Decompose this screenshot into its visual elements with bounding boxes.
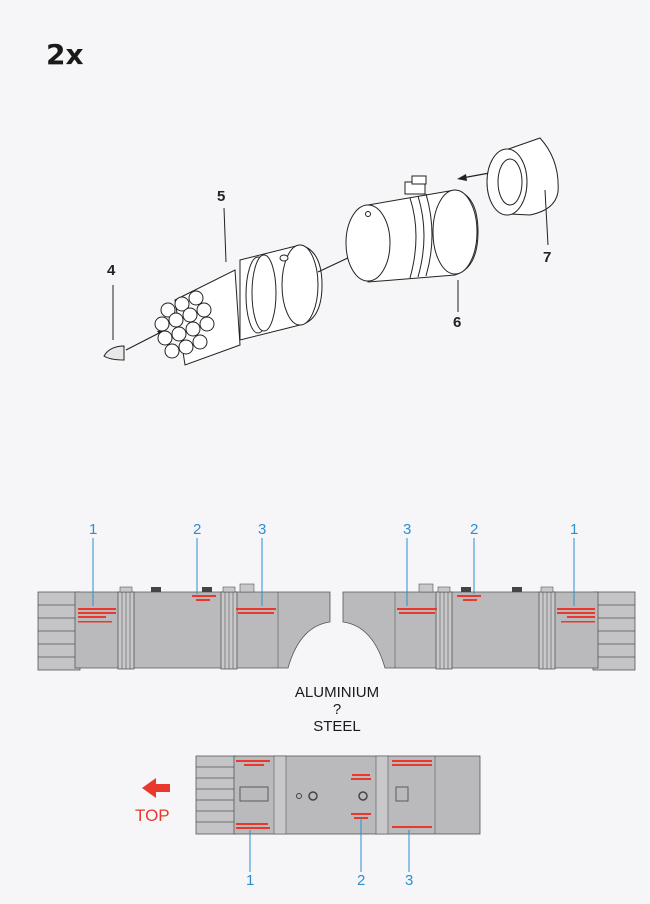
- top-direction-label: TOP: [135, 806, 170, 825]
- callout-1-left: 1: [89, 521, 98, 538]
- callout-3-top: 3: [405, 872, 414, 889]
- side-view-right: [342, 583, 636, 671]
- callout-2-right: 2: [470, 521, 479, 538]
- part-6-rear-body: [345, 175, 479, 312]
- material-steel: STEEL: [313, 718, 361, 735]
- part-number-4: 4: [107, 262, 116, 279]
- callout-lines-side: [92, 538, 575, 606]
- top-view: [195, 755, 481, 872]
- callout-2-top: 2: [357, 872, 366, 889]
- callout-1-top: 1: [246, 872, 255, 889]
- callout-2-left: 2: [193, 521, 202, 538]
- part-5-rocket-pod: [154, 207, 323, 366]
- part-number-5: 5: [217, 188, 226, 205]
- callout-1-right: 1: [570, 521, 579, 538]
- callout-3-right: 3: [403, 521, 412, 538]
- part-number-6: 6: [453, 314, 462, 331]
- material-aluminium: ALUMINIUM: [294, 684, 380, 701]
- part-7-tail-fairing: [486, 137, 559, 246]
- part-number-7: 7: [543, 249, 552, 266]
- quantity-label: 2x: [46, 38, 84, 71]
- material-separator: ?: [332, 701, 342, 718]
- callout-3-left: 3: [258, 521, 267, 538]
- arrow-left-icon: [142, 778, 170, 798]
- side-view-left: [37, 583, 331, 671]
